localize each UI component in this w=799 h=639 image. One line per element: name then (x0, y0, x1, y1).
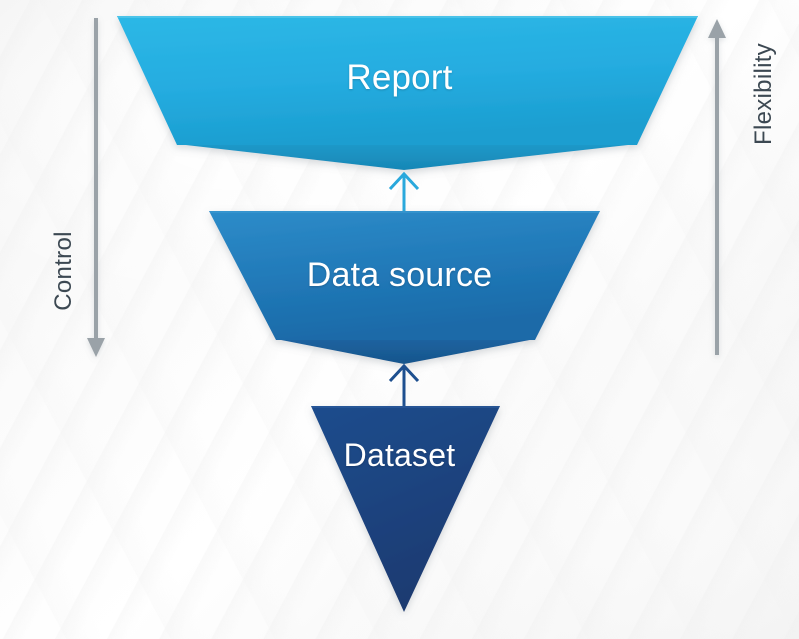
flexibility-arrowhead-up (708, 19, 726, 38)
data-source-shadow-face (276, 339, 535, 364)
report-shape (117, 16, 698, 145)
connector-data-source-to-report (388, 171, 420, 211)
control-arrowhead-down (87, 338, 105, 357)
dataset-label: Dataset (343, 437, 456, 473)
axis-control (87, 18, 105, 357)
flexibility-axis-label: Flexibility (750, 43, 777, 145)
layer-data-source[interactable] (209, 211, 600, 364)
layer-dataset[interactable] (311, 406, 500, 612)
data-source-shape (209, 211, 600, 340)
connector-dataset-to-data-source (388, 363, 420, 406)
data-source-label: Data source (306, 256, 493, 294)
axis-flexibility (708, 19, 726, 355)
report-label: Report (346, 58, 453, 97)
layer-report[interactable] (117, 16, 698, 170)
connector-lower-arrowhead (388, 363, 420, 383)
connector-upper-arrowhead (388, 171, 420, 191)
control-axis-label: Control (50, 231, 77, 311)
report-shadow-face (177, 144, 637, 170)
dataset-shape (311, 406, 500, 612)
